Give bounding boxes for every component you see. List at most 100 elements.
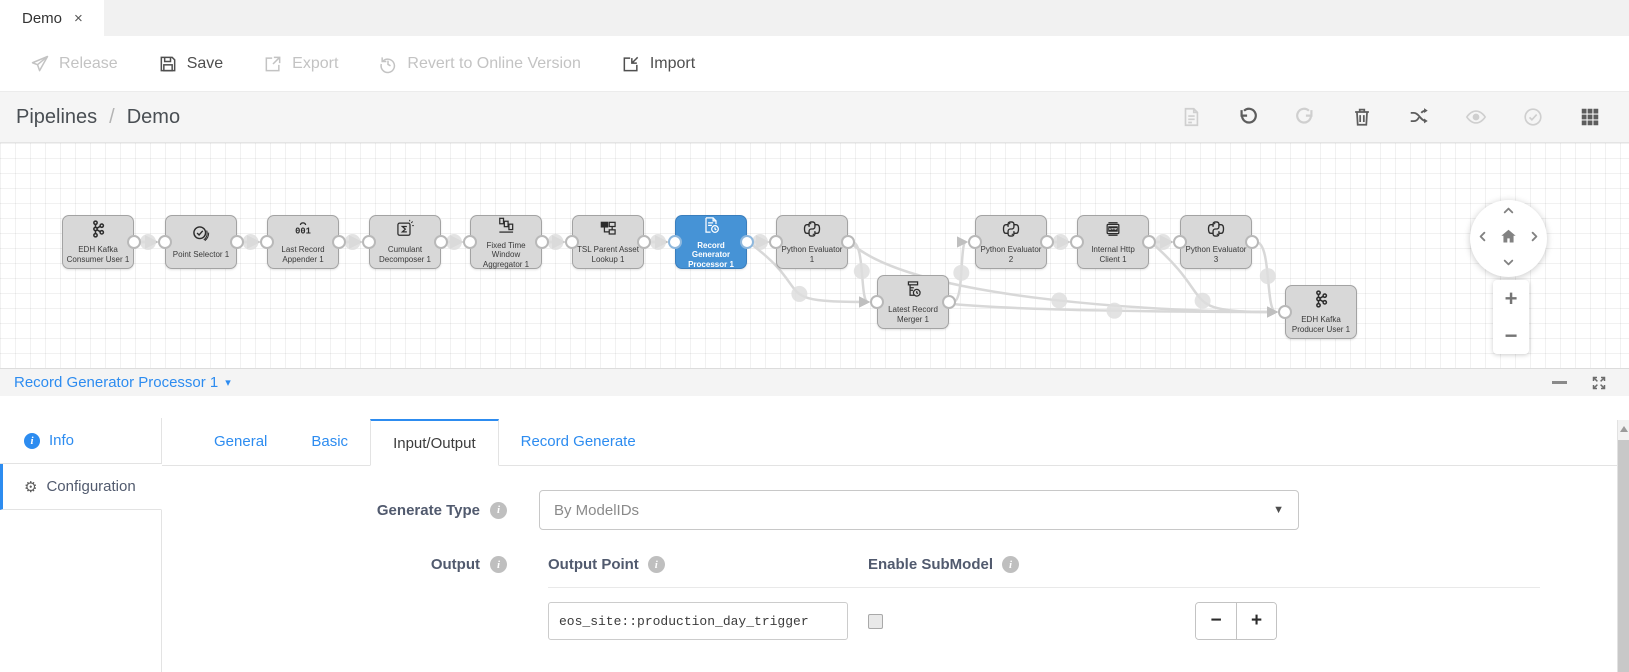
validate-button (1522, 106, 1544, 128)
link-handle[interactable] (547, 234, 564, 250)
zoom-in-button[interactable]: + (1504, 285, 1518, 311)
breadcrumb-bar: Pipelines/Demo (0, 92, 1629, 142)
remove-row-button[interactable]: − (1196, 603, 1236, 639)
node-python-evaluator-2[interactable]: Python Evaluator 2 (975, 215, 1047, 269)
info-icon: i (490, 556, 507, 573)
link-handle[interactable] (242, 234, 259, 250)
link-handle[interactable] (1155, 234, 1171, 250)
export-button: Export (263, 54, 338, 74)
tab-demo[interactable]: Demo × (0, 0, 104, 36)
link-handle[interactable] (1194, 292, 1211, 309)
link-handle[interactable] (140, 234, 156, 250)
auto-arrange-button[interactable] (1408, 106, 1430, 128)
pipeline-tab-bar: Demo × (0, 0, 1629, 36)
toolbar-button-label: Release (59, 54, 118, 72)
node-cumulant-decomposer-1[interactable]: Cumulant Decomposer 1 (369, 215, 441, 269)
chevron-down-icon: ▾ (225, 377, 231, 389)
release-icon (30, 54, 50, 74)
toolbar-button-label: Import (649, 54, 696, 72)
node-latest-record-merger-1[interactable]: Latest Record Merger 1 (877, 275, 949, 329)
node-label: Fixed Time Window Aggregator 1 (482, 240, 530, 269)
stage-library-button[interactable] (1579, 106, 1601, 128)
python-icon (1001, 219, 1021, 244)
chevron-down-icon (1502, 256, 1515, 274)
revert-to-online-version-button: Revert to Online Version (378, 54, 581, 74)
import-icon (621, 54, 641, 74)
zoom-out-button[interactable]: − (1504, 322, 1518, 348)
link-handle[interactable] (791, 285, 808, 302)
last-record-icon: 001 (293, 219, 313, 244)
link-handle[interactable] (752, 234, 768, 250)
pan-right-button[interactable] (1522, 225, 1547, 252)
info-icon: i (647, 556, 665, 573)
link-handle[interactable] (953, 264, 970, 281)
breadcrumb-item-demo: Demo (126, 105, 181, 128)
toolbar: Release Save Export Revert to Online Versio… (0, 36, 1629, 92)
link-handle[interactable] (1052, 234, 1069, 250)
node-python-evaluator-3[interactable]: Python Evaluator 3 (1180, 215, 1252, 269)
tab-close-icon[interactable]: × (74, 9, 83, 27)
scrollbar-thumb[interactable] (1618, 440, 1629, 672)
output-header-row: Output i Output Point i Enable SubModel … (162, 556, 1629, 573)
sidebar-item-configuration[interactable]: ⚙Configuration (0, 464, 162, 510)
tab-general[interactable]: General (214, 433, 268, 450)
node-fixed-time-window-aggregator-1[interactable]: Fixed Time Window Aggregator 1 (470, 215, 542, 269)
link-handle[interactable] (650, 234, 666, 250)
node-label: Record Generator Processor 1 (688, 240, 734, 269)
redo-icon (1294, 106, 1316, 128)
tab-record-generate[interactable]: Record Generate (520, 433, 636, 450)
node-kafka-producer-1[interactable]: EDH Kafka Producer User 1 (1285, 285, 1357, 339)
expand-panel-icon[interactable] (1591, 375, 1607, 391)
node-tsl-parent-asset-lookup-1[interactable]: TSL Parent Asset Lookup 1 (572, 215, 644, 269)
canvas-zoom-control: + − (1493, 280, 1529, 354)
node-label: TSL Parent Asset Lookup 1 (577, 245, 639, 264)
window-agg-icon (496, 215, 516, 240)
delete-button[interactable] (1351, 106, 1373, 128)
enable-submodel-checkbox[interactable] (868, 613, 883, 629)
breadcrumb-item-pipelines[interactable]: Pipelines (16, 105, 98, 128)
canvas-pan-control[interactable] (1470, 200, 1547, 277)
svg-text:001: 001 (295, 227, 311, 237)
link-handle[interactable] (1106, 302, 1123, 319)
selected-stage-name: Record Generator Processor 1 (14, 374, 219, 391)
import-button[interactable]: Import (621, 54, 695, 74)
link-handle[interactable] (1259, 268, 1276, 285)
pipeline-canvas[interactable]: EDH Kafka Consumer User 1 Point Selector … (0, 142, 1629, 368)
panel-scrollbar[interactable] (1617, 420, 1629, 672)
pan-home-button[interactable] (1495, 225, 1522, 252)
node-record-generator-processor-1[interactable]: Record Generator Processor 1 (675, 215, 747, 269)
grid-icon (1579, 106, 1601, 128)
link-handle[interactable] (853, 263, 870, 280)
pan-left-button[interactable] (1470, 225, 1495, 252)
save-button[interactable]: Save (158, 54, 223, 74)
node-python-evaluator-1[interactable]: Python Evaluator 1 (776, 215, 848, 269)
pipeline-link[interactable] (952, 302, 1279, 318)
pan-down-button[interactable] (1495, 252, 1522, 277)
selected-stage-title[interactable]: Record Generator Processor 1 ▾ (14, 374, 231, 391)
document-icon (1180, 106, 1202, 128)
tab-input-output[interactable]: Input/Output (370, 419, 499, 466)
undo-icon (1237, 106, 1259, 128)
minimize-panel-icon[interactable] (1552, 381, 1567, 384)
node-point-selector-1[interactable]: Point Selector 1 (165, 215, 237, 269)
merger-icon (903, 279, 923, 304)
add-row-button[interactable]: + (1236, 603, 1276, 639)
generate-type-value: By ModelIDs (554, 501, 640, 519)
tab-basic[interactable]: Basic (311, 433, 349, 450)
node-kafka-consumer-1[interactable]: EDH Kafka Consumer User 1 (62, 215, 134, 269)
link-handle[interactable] (446, 234, 462, 250)
scrollbar-up-arrow[interactable] (1618, 423, 1629, 435)
info-icon: i (490, 501, 507, 519)
link-handle[interactable] (344, 234, 361, 250)
pan-up-button[interactable] (1495, 200, 1522, 225)
output-point-input[interactable] (548, 602, 848, 640)
config-form: Generate Type i By ModelIDs ▼ Output i (162, 466, 1629, 640)
link-handle[interactable] (1051, 292, 1068, 309)
undo-button[interactable] (1237, 106, 1259, 128)
sigma-icon (395, 219, 415, 244)
generate-type-select[interactable]: By ModelIDs ▼ (539, 490, 1299, 530)
